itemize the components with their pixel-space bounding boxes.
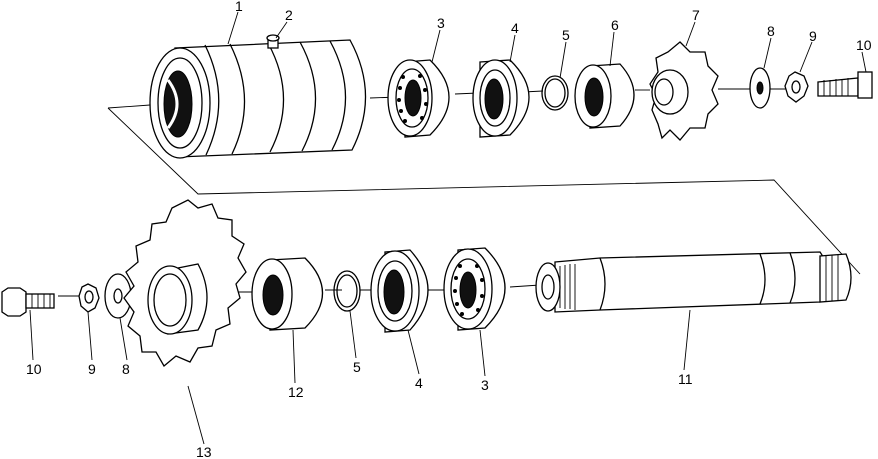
grease-fitting-part-2 — [266, 34, 280, 49]
callout-2: 2 — [285, 7, 293, 23]
callout-3-top: 3 — [437, 15, 445, 31]
callout-13: 13 — [196, 444, 212, 459]
flat-washer-part-8-top — [749, 67, 771, 109]
assembly-plane-outline — [107, 104, 861, 275]
callout-12: 12 — [288, 384, 304, 400]
callout-9-top: 9 — [809, 28, 817, 44]
lock-washer-part-9-bottom — [78, 283, 100, 313]
callout-9-bottom: 9 — [88, 361, 96, 377]
callout-7: 7 — [692, 7, 700, 23]
driveshaft-part-11 — [535, 251, 852, 313]
callout-6: 6 — [611, 17, 619, 33]
callout-10-top: 10 — [856, 37, 872, 53]
bolt-part-10-bottom — [1, 287, 55, 317]
callout-10-bottom: 10 — [26, 361, 42, 377]
snap-ring-part-5-bottom — [333, 270, 361, 312]
callout-8-top: 8 — [767, 23, 775, 39]
leader-lines — [29, 11, 867, 445]
callout-5-top: 5 — [562, 27, 570, 43]
bolt-part-10-top — [817, 71, 873, 99]
callout-4-top: 4 — [511, 20, 519, 36]
large-sprocket-part-13 — [123, 199, 247, 367]
callout-labels: 1 2 3 4 5 6 7 8 9 10 10 9 8 12 5 4 3 11 … — [26, 0, 872, 459]
lock-washer-part-9-top — [784, 71, 809, 103]
callout-3-bottom: 3 — [481, 377, 489, 393]
housing-tube-part-1 — [149, 39, 367, 159]
flat-washer-part-8-bottom — [104, 273, 132, 319]
roller-bearing-part-3-top — [387, 59, 450, 138]
spacer-bushing-part-12 — [251, 257, 324, 331]
callout-1: 1 — [235, 0, 243, 14]
spacer-bushing-part-6 — [574, 63, 635, 129]
bearing-race-part-4-top — [472, 59, 530, 138]
callout-4-bottom: 4 — [415, 375, 423, 391]
roller-bearing-part-3-bottom — [443, 247, 506, 331]
small-sprocket-part-7 — [649, 41, 719, 141]
bearing-race-part-4-bottom — [370, 249, 429, 333]
callout-8-bottom: 8 — [122, 361, 130, 377]
snap-ring-part-5-top — [541, 75, 569, 111]
callout-5-bottom: 5 — [353, 359, 361, 375]
callout-11: 11 — [678, 371, 693, 387]
